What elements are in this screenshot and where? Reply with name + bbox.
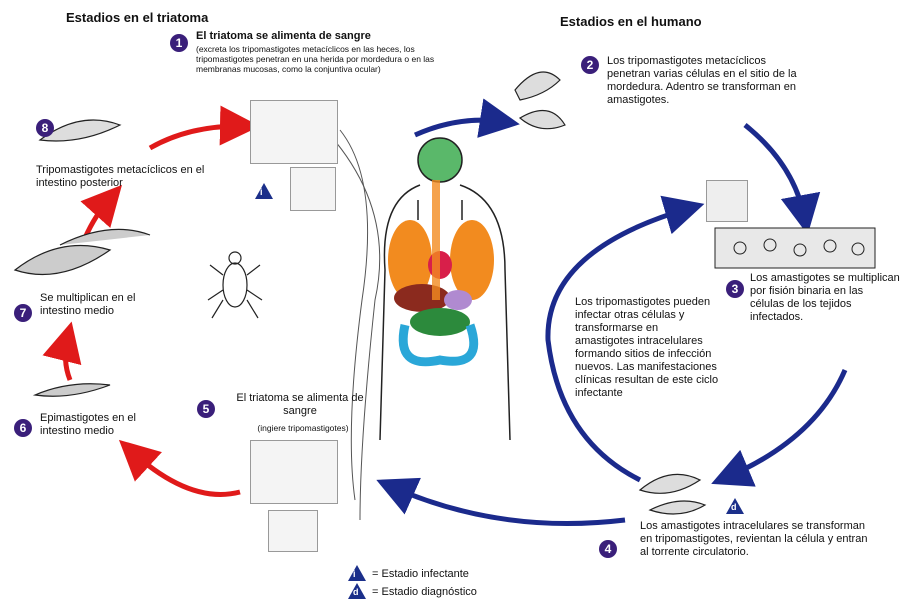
legend-diagnostic-icon: d [348,583,366,599]
triatoma-stages-title: Estadios en el triatoma [66,10,208,25]
step-6-badge: 6 [14,419,32,437]
triatoma-bug [208,252,262,318]
legend-infective-icon: i [348,565,366,581]
step-5-badge: 5 [197,400,215,418]
step-8-text: Tripomastigotes metacíclicos en el intes… [36,164,236,190]
step-2-badge: 2 [581,56,599,74]
blue-arrow-2-to-3 [745,125,805,220]
tissue-cells [715,228,875,268]
diagnostic-stage-icon: d [726,498,744,514]
parasite-stage-2 [515,72,565,129]
human-organs [388,180,494,362]
red-arrow-5-to-6 [130,450,240,494]
step-4-text: Los amastigotes intracelulares se transf… [640,520,870,559]
step-5-detail: (ingiere tripomastigotes) [233,423,373,433]
step-8-badge: 8 [36,119,54,137]
step-5-title: El triatoma se alimenta de sangre [225,392,375,418]
red-arrow-6-to-7 [65,336,70,380]
step-7-text: Se multiplican en el intestino medio [40,292,170,318]
parasite-stage-7 [15,229,150,274]
red-arrow-8-to-1 [150,126,245,148]
reinfection-text: Los tripomastigotes pueden infectar otra… [575,296,720,400]
thumb-bite-1 [290,167,336,211]
step-6-text: Epimastigotes en el intestino medio [40,412,160,438]
blue-arrow-4-to-5 [390,486,625,524]
parasite-stage-6 [35,384,110,397]
thumb-bite-5 [268,510,318,552]
human-stages-title: Estadios en el humano [560,14,702,29]
step-1-title: El triatoma se alimenta de sangre [196,30,396,43]
infective-stage-icon-1: i [255,183,273,199]
thumb-bug-feeding-5 [250,440,338,504]
step-1-detail: (excreta los tripomastigotes metacíclico… [196,44,436,74]
thumb-infected-cell [706,180,748,222]
step-2-text: Los tripomastigotes metacíclicos penetra… [607,55,807,107]
blue-arrow-1-to-2 [415,120,505,135]
thumb-bug-feeding-1 [250,100,338,164]
parasite-stage-4 [640,474,705,514]
step-4-badge: 4 [599,540,617,558]
legend-diagnostic-label: = Estadio diagnóstico [372,586,477,599]
step-3-badge: 3 [726,280,744,298]
blue-arrow-3-to-4 [725,370,845,478]
step-3-text: Los amastigotes se multiplican por fisió… [750,272,900,324]
legend-infective-label: = Estadio infectante [372,568,469,581]
step-1-badge: 1 [170,34,188,52]
step-7-badge: 7 [14,304,32,322]
